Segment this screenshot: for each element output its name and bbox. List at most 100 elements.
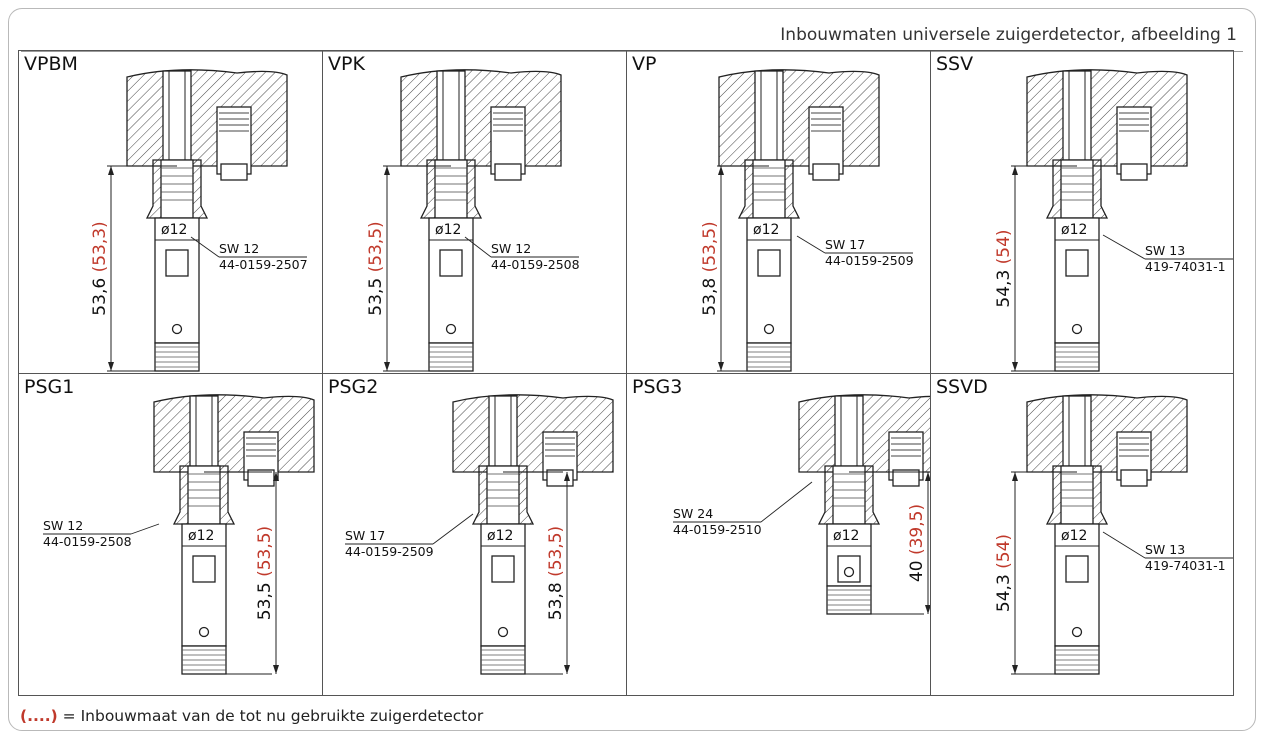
dimension-new: 53,5 — [255, 577, 275, 620]
dimension-old: (54) — [994, 229, 1014, 264]
dimension-label-group: 54,3 (54) — [994, 229, 1014, 307]
cell-label: VP — [632, 53, 657, 75]
detector-hole — [497, 626, 509, 638]
dimension-arrow-top — [1012, 166, 1018, 175]
dimension-value: 53,5 (53,5) — [366, 221, 386, 315]
diameter-label: ø12 — [1061, 528, 1087, 544]
adapter-bore — [187, 465, 221, 525]
dimension-new: 53,6 — [90, 272, 110, 315]
sw-label: SW 17 — [345, 528, 385, 543]
housing-block — [153, 394, 315, 473]
dimension-value: 53,6 (53,3) — [90, 221, 110, 315]
dimension-label-group: 40 (39,5) — [907, 504, 927, 582]
detector-window — [165, 249, 189, 277]
detector-hole — [171, 323, 183, 335]
diameter-label: ø12 — [753, 222, 779, 238]
detector-window — [1065, 249, 1089, 277]
dimension-arrow-bottom — [384, 362, 390, 371]
adapter-bore — [486, 465, 520, 525]
dimension-arrow-top — [273, 472, 279, 481]
leader-line — [130, 523, 160, 535]
dimension-arrow-bottom — [925, 605, 930, 614]
figure-title: Inbouwmaten universele zuigerdetector, a… — [780, 25, 1237, 45]
diameter-label: ø12 — [161, 222, 187, 238]
part-number: 44-0159-2508 — [43, 534, 132, 549]
diameter-label: ø12 — [188, 528, 214, 544]
detector-window — [439, 249, 463, 277]
dimension-new: 54,3 — [994, 569, 1014, 612]
dimension-new: 53,5 — [366, 272, 386, 315]
dimension-arrow-bottom — [718, 362, 724, 371]
part-number: 419-74031-1 — [1145, 558, 1226, 573]
dimension-old: (54) — [994, 534, 1014, 569]
detector-hole — [445, 323, 457, 335]
detector-hole — [1071, 323, 1083, 335]
part-number: 44-0159-2509 — [825, 253, 914, 268]
housing-bore — [1062, 395, 1092, 473]
dimension-value: 54,3 (54) — [994, 534, 1014, 612]
dimension-value: 54,3 (54) — [994, 229, 1014, 307]
sw-label: SW 13 — [1145, 243, 1185, 258]
housing-block — [400, 69, 562, 167]
dimension-value: 53,5 (53,5) — [255, 526, 275, 620]
housing-block — [452, 394, 614, 473]
dimension-arrow-bottom — [1012, 665, 1018, 674]
housing-block — [1026, 394, 1188, 473]
dimension-new: 40 — [907, 555, 927, 582]
adapter-bore — [434, 159, 468, 219]
footnote-marker: (....) — [20, 707, 58, 725]
housing-block — [1026, 69, 1188, 167]
part-number: 44-0159-2510 — [673, 522, 762, 537]
part-number: 44-0159-2507 — [219, 257, 308, 272]
adjacent-nut — [812, 163, 840, 181]
dimension-old: (53,5) — [700, 221, 720, 272]
adjacent-nut — [494, 163, 522, 181]
sw-label: SW 13 — [1145, 542, 1185, 557]
detector-window — [491, 555, 515, 583]
dimension-old: (53,5) — [255, 526, 275, 577]
diameter-label: ø12 — [487, 528, 513, 544]
adjacent-fitting — [808, 106, 844, 175]
detector-body — [1054, 523, 1100, 647]
dimension-old: (39,5) — [907, 504, 927, 555]
dimension-arrow-top — [564, 472, 570, 481]
detector-window — [1065, 555, 1089, 583]
cell-label: SSVD — [936, 376, 988, 398]
dimension-arrow-top — [1012, 472, 1018, 481]
detector-window — [757, 249, 781, 277]
detector-body — [480, 523, 526, 647]
adjacent-nut — [1120, 469, 1148, 487]
adapter-bore — [160, 159, 194, 219]
dimension-value: 40 (39,5) — [907, 504, 927, 582]
adapter-bore — [1060, 159, 1094, 219]
dimension-label-group: 53,5 (53,5) — [255, 526, 275, 620]
detector-hole — [763, 323, 775, 335]
sw-label: SW 12 — [219, 241, 259, 256]
leader-line — [760, 481, 813, 523]
housing-block — [718, 69, 880, 167]
adapter-bore — [1060, 465, 1094, 525]
detector-hole — [843, 566, 855, 578]
diameter-label: ø12 — [833, 528, 859, 544]
sw-label: SW 24 — [673, 506, 713, 521]
housing-bore — [436, 70, 466, 167]
dimension-arrow-bottom — [564, 665, 570, 674]
leader-line — [190, 236, 220, 258]
detector-body — [746, 217, 792, 344]
cell-label: VPBM — [24, 53, 78, 75]
dimension-old: (53,3) — [90, 221, 110, 272]
